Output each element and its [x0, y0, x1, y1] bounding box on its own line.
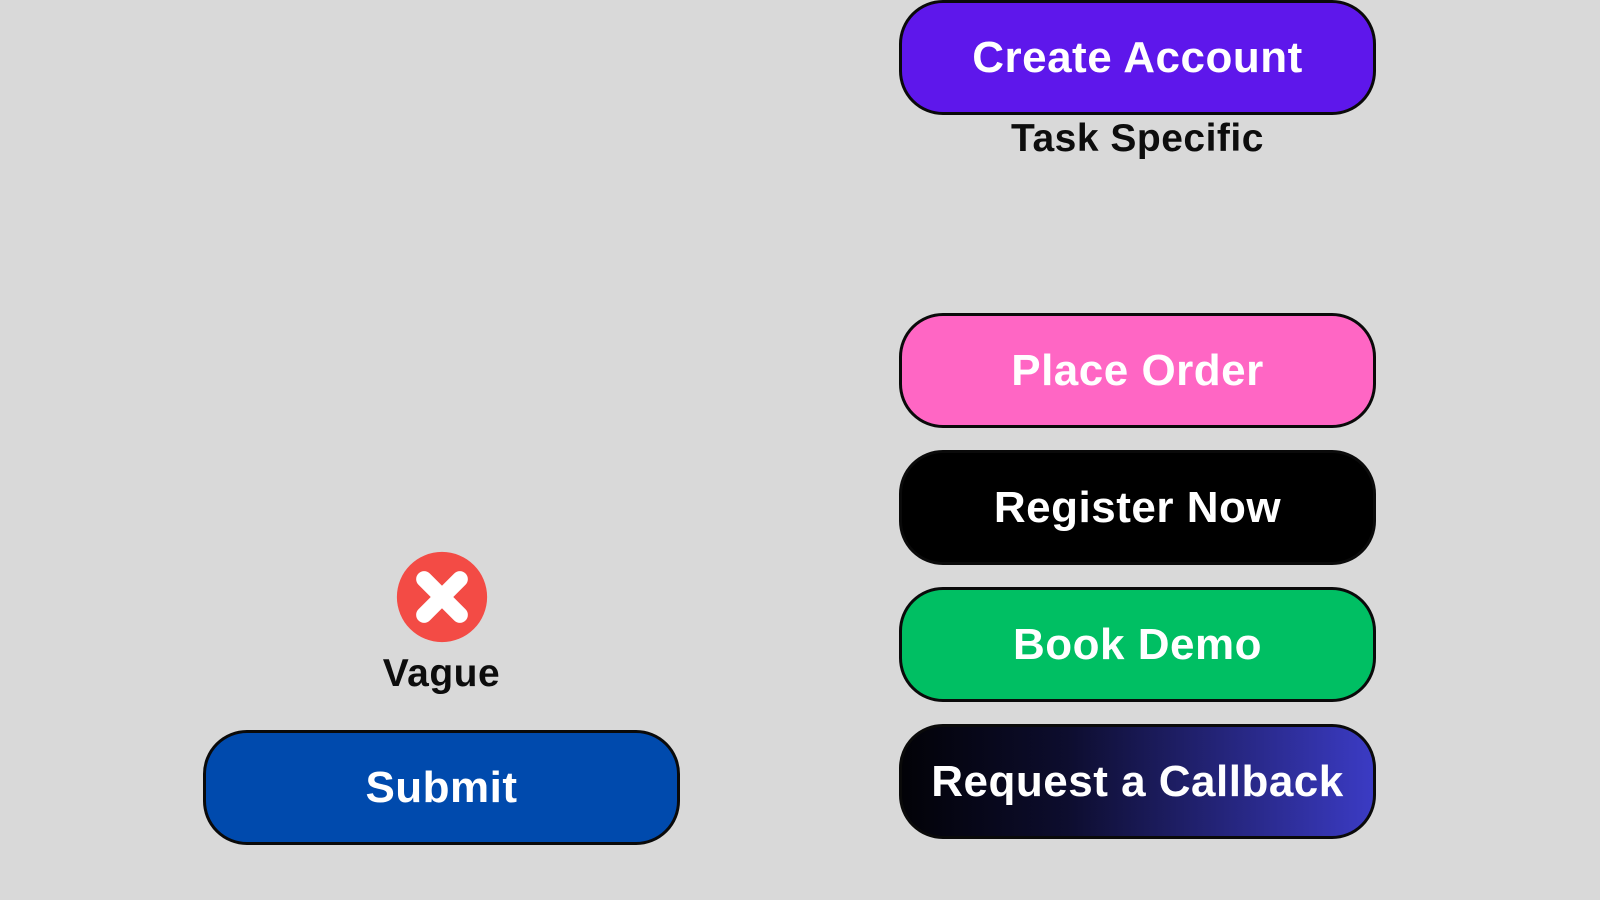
- task-specific-column: Task Specific Place Order Register Now B…: [899, 0, 1376, 900]
- button-create-account[interactable]: Create Account: [899, 0, 1376, 115]
- vague-column: Vague Submit: [203, 0, 680, 900]
- x-circle-icon: [396, 551, 487, 643]
- task-specific-label: Task Specific: [1011, 117, 1264, 160]
- button-register-now-label: Register Now: [993, 482, 1282, 532]
- button-request-callback-label: Request a Callback: [931, 756, 1344, 806]
- vague-header: Vague: [203, 550, 680, 696]
- button-create-account-label: Create Account: [972, 32, 1303, 82]
- button-submit[interactable]: Submit: [203, 730, 680, 845]
- button-register-now[interactable]: Register Now: [899, 450, 1376, 565]
- vague-label: Vague: [382, 652, 501, 695]
- button-request-callback[interactable]: Request a Callback: [899, 724, 1376, 839]
- button-place-order-label: Place Order: [1011, 345, 1264, 395]
- button-book-demo-label: Book Demo: [1013, 619, 1262, 669]
- button-book-demo[interactable]: Book Demo: [899, 587, 1376, 702]
- button-place-order[interactable]: Place Order: [899, 313, 1376, 428]
- button-submit-label: Submit: [365, 762, 518, 812]
